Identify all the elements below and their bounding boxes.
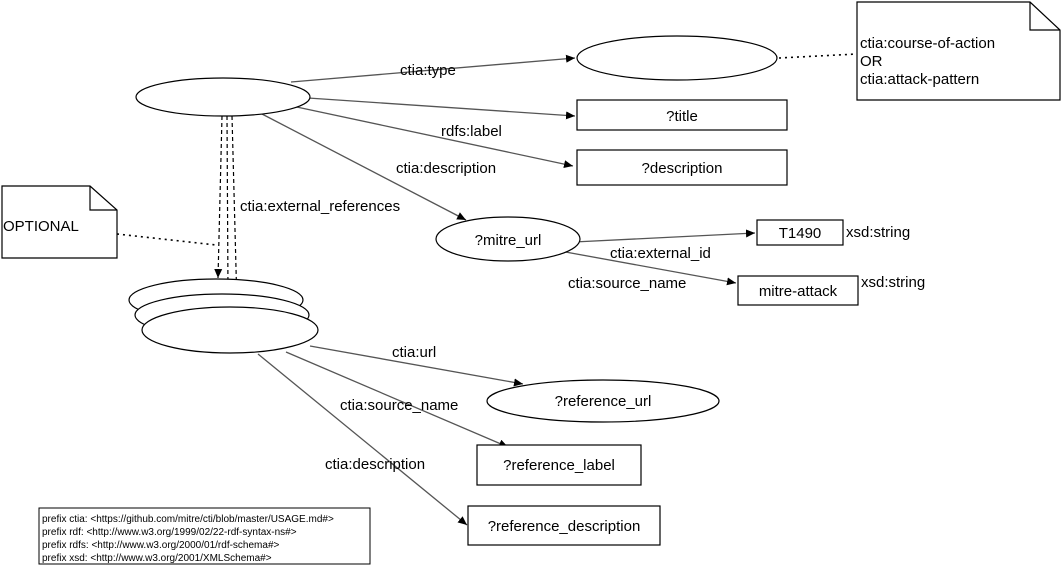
edge-external-references-2 [223,115,232,293]
edge-description-label: ctia:description [396,160,496,177]
edge-external-id-label: ctia:external_id [610,245,711,262]
edge-label-label: rdfs:label [441,123,502,140]
edge-external-references-1 [214,115,223,279]
title-node-text: ?title [666,108,698,125]
mitre-attack-datatype: xsd:string [861,274,925,291]
reference-description-node [467,505,661,546]
type-note-fold [1029,2,1060,31]
edge-mitre-url [261,113,467,221]
optional-note-fold [89,186,117,211]
optional-note-connector [116,233,217,246]
edge-description [291,105,574,169]
mitre-attack-node [737,275,859,306]
reference-url-node [486,379,720,423]
prefix-line-xsd: prefix xsd: <http://www.w3.org/2001/XMLS… [42,553,272,564]
reference-description-node-text: ?reference_description [488,518,641,535]
subject-node [135,77,311,117]
reference-label-node-text: ?reference_label [503,457,615,474]
mitre-url-node-text: ?mitre_url [475,232,542,249]
type-node [576,35,778,81]
edge-external-references-label: ctia:external_references [240,198,400,215]
edge-source-name-label: ctia:source_name [568,275,686,292]
prefix-box [38,507,371,565]
edge-ref-url [309,345,524,387]
mitre-attack-node-text: mitre-attack [759,283,838,300]
edge-ref-source-name [285,351,509,448]
t1490-node-text: T1490 [779,225,822,242]
edge-ref-source-name-label: ctia:source_name [340,397,458,414]
edge-label [307,97,576,120]
title-node [576,99,788,131]
type-note-connector [778,53,858,59]
description-node [576,149,788,186]
edge-source-name [559,250,737,286]
type-note-line-2: OR [860,53,883,70]
optional-note-text: OPTIONAL [3,218,79,235]
type-note-line-1: ctia:course-of-action [860,35,995,52]
reference-url-node-text: ?reference_url [555,393,652,410]
edge-type-label: ctia:type [400,62,456,79]
prefix-line-ctia: prefix ctia: <https://github.com/mitre/c… [42,514,334,525]
optional-note [1,185,118,259]
prefix-line-rdf: prefix rdf: <http://www.w3.org/1999/02/2… [42,527,297,538]
prefix-line-rdfs: prefix rdfs: <http://www.w3.org/2000/01/… [42,540,279,551]
edge-ref-description-label: ctia:description [325,456,425,473]
mitre-url-node [435,216,581,262]
type-note-line-3: ctia:attack-pattern [860,71,979,88]
type-note [856,1,1061,101]
t1490-node [756,219,844,246]
edge-ref-description [257,353,468,526]
t1490-datatype: xsd:string [846,224,910,241]
description-node-text: ?description [642,160,723,177]
edge-external-references-3 [231,115,241,307]
reference-node [141,306,319,354]
edge-type [290,54,576,83]
edge-external-id [573,229,756,243]
reference-label-node [476,444,642,486]
edge-ref-url-label: ctia:url [392,344,436,361]
